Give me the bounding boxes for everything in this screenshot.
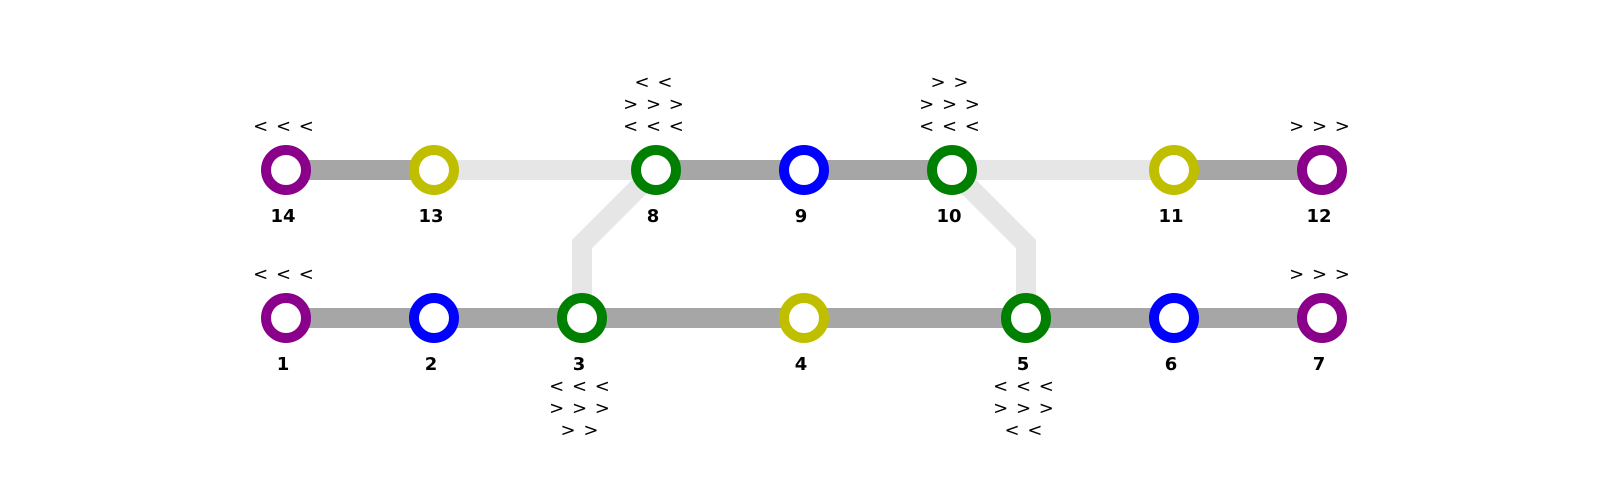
node-circle bbox=[927, 145, 977, 195]
node-label: 2 bbox=[425, 354, 438, 375]
node-annotation: > > bbox=[931, 72, 970, 93]
node-label: 11 bbox=[1158, 206, 1183, 227]
node-circle bbox=[1297, 145, 1347, 195]
node-12 bbox=[1297, 145, 1347, 195]
node-annotation: > > bbox=[561, 420, 600, 441]
node-label: 6 bbox=[1165, 354, 1178, 375]
node-circle bbox=[1297, 293, 1347, 343]
node-13 bbox=[409, 145, 459, 195]
node-annotation: > > > bbox=[1289, 264, 1351, 285]
node-annotation: < < bbox=[1005, 420, 1044, 441]
node-circle bbox=[261, 145, 311, 195]
node-label: 8 bbox=[647, 206, 660, 227]
node-annotation: > > > bbox=[549, 398, 611, 419]
node-annotation: < < < bbox=[623, 116, 685, 137]
node-label: 1 bbox=[277, 354, 290, 375]
node-annotation: < < < bbox=[993, 376, 1055, 397]
node-annotation: < < < bbox=[253, 116, 315, 137]
node-6 bbox=[1149, 293, 1199, 343]
node-4 bbox=[779, 293, 829, 343]
node-annotation: < < < bbox=[253, 264, 315, 285]
node-8 bbox=[631, 145, 681, 195]
nodes-layer bbox=[261, 145, 1347, 343]
node-5 bbox=[1001, 293, 1051, 343]
node-label: 13 bbox=[418, 206, 443, 227]
node-annotation: < < < bbox=[919, 116, 981, 137]
node-circle bbox=[557, 293, 607, 343]
node-label: 7 bbox=[1313, 354, 1326, 375]
node-circle bbox=[409, 145, 459, 195]
node-10 bbox=[927, 145, 977, 195]
node-label: 12 bbox=[1306, 206, 1331, 227]
node-label: 10 bbox=[936, 206, 961, 227]
node-label: 9 bbox=[795, 206, 808, 227]
node-circle bbox=[779, 293, 829, 343]
node-9 bbox=[779, 145, 829, 195]
node-circle bbox=[779, 145, 829, 195]
node-14 bbox=[261, 145, 311, 195]
node-annotation: > > > bbox=[1289, 116, 1351, 137]
node-circle bbox=[1001, 293, 1051, 343]
node-2 bbox=[409, 293, 459, 343]
node-circle bbox=[1149, 293, 1199, 343]
node-label: 4 bbox=[795, 354, 808, 375]
node-7 bbox=[1297, 293, 1347, 343]
node-circle bbox=[631, 145, 681, 195]
node-3 bbox=[557, 293, 607, 343]
node-annotation: < < < bbox=[549, 376, 611, 397]
node-circle bbox=[409, 293, 459, 343]
node-label: 14 bbox=[270, 206, 295, 227]
node-annotation: < < bbox=[635, 72, 674, 93]
node-11 bbox=[1149, 145, 1199, 195]
node-circle bbox=[1149, 145, 1199, 195]
node-annotation: > > > bbox=[623, 94, 685, 115]
node-1 bbox=[261, 293, 311, 343]
node-circle bbox=[261, 293, 311, 343]
node-annotation: > > > bbox=[993, 398, 1055, 419]
node-label: 5 bbox=[1017, 354, 1030, 375]
node-annotation: > > > bbox=[919, 94, 981, 115]
node-label: 3 bbox=[573, 354, 586, 375]
